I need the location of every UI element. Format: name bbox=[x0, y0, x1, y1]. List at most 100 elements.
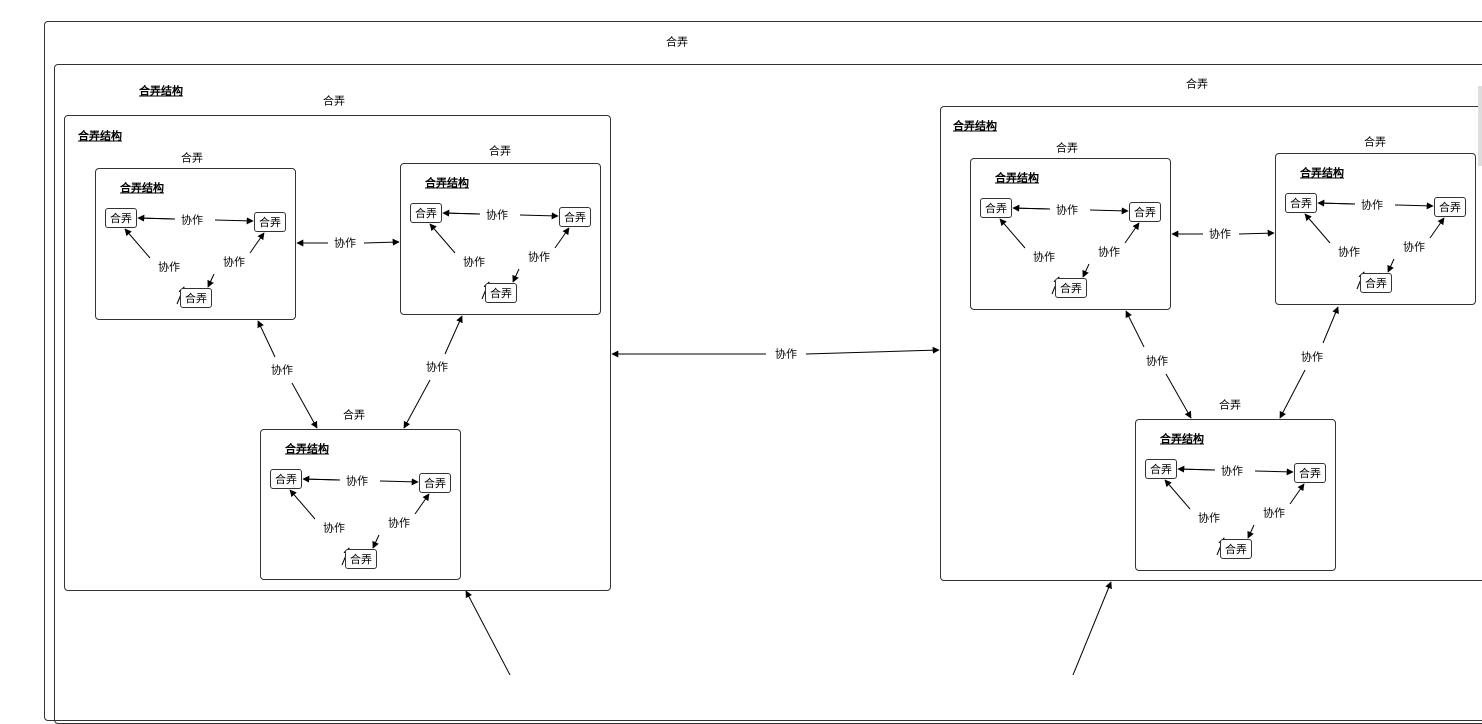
right-group-1-structure-title: 合弄结构 bbox=[1300, 166, 1344, 180]
right-g2-edge-bc-2 bbox=[1247, 524, 1255, 539]
right-group-2-label: 合弄 bbox=[1219, 398, 1241, 412]
left-g2-edge-ab-label: 协作 bbox=[344, 474, 370, 488]
right-group-0-structure-title: 合弄结构 bbox=[995, 171, 1039, 185]
right-group-1-node-c[interactable]: 合弄 bbox=[1360, 273, 1392, 293]
right-g1-edge-ac-label: 协作 bbox=[1336, 245, 1362, 259]
left-g0-edge-ac-label: 协作 bbox=[156, 260, 182, 274]
left-g1-edge-ac-1 bbox=[429, 223, 456, 254]
left-edge-01-label: 协作 bbox=[332, 236, 358, 250]
right-g1-edge-ab-2 bbox=[1394, 202, 1434, 210]
left-g0-edge-bc-2 bbox=[207, 273, 215, 288]
left-edge-12-label: 协作 bbox=[424, 360, 450, 374]
left-holon-frame bbox=[64, 115, 611, 591]
left-group-2-structure-title: 合弄结构 bbox=[285, 442, 329, 456]
left-g2-edge-ac-label: 协作 bbox=[321, 521, 347, 535]
right-group-0-frame bbox=[970, 158, 1171, 310]
left-group-0-node-b[interactable]: 合弄 bbox=[254, 212, 286, 232]
right-g2-edge-ac-1 bbox=[1164, 479, 1191, 510]
left-group-0-node-c[interactable]: 合弄 bbox=[180, 288, 212, 308]
left-group-0-node-a[interactable]: 合弄 bbox=[105, 208, 137, 228]
right-group-2-node-b[interactable]: 合弄 bbox=[1294, 463, 1326, 483]
left-bottom-edge bbox=[465, 590, 511, 675]
right-g1-edge-ac-1 bbox=[1304, 213, 1331, 244]
left-g2-edge-ab-arrow-a bbox=[302, 475, 341, 483]
right-edge-12-a bbox=[1322, 306, 1339, 344]
left-edge-12-b bbox=[403, 379, 431, 429]
left-g0-edge-ac-1 bbox=[124, 228, 151, 259]
right-group-2-node-a[interactable]: 合弄 bbox=[1145, 459, 1177, 479]
left-g1-edge-bc-2 bbox=[512, 268, 520, 283]
right-g0-edge-ab-arrow-a bbox=[1012, 204, 1051, 212]
left-group-0-frame bbox=[95, 168, 296, 320]
right-g2-edge-ac-label: 协作 bbox=[1196, 511, 1222, 525]
left-group-2-node-b[interactable]: 合弄 bbox=[419, 473, 451, 493]
left-g1-edge-bc-1 bbox=[554, 227, 570, 249]
left-edge-02-b bbox=[291, 382, 318, 429]
right-holon-frame bbox=[940, 106, 1482, 581]
connector-layer bbox=[124, 199, 1445, 675]
left-g2-edge-bc-2 bbox=[372, 534, 380, 549]
right-edge-01-b bbox=[1238, 229, 1275, 237]
left-g2-edge-ab-2 bbox=[379, 478, 419, 486]
left-group-2-node-c[interactable]: 合弄 bbox=[345, 549, 377, 569]
left-group-1-node-a[interactable]: 合弄 bbox=[410, 203, 442, 223]
right-g2-edge-bc-1 bbox=[1289, 483, 1305, 505]
right-group-2-node-c[interactable]: 合弄 bbox=[1220, 539, 1252, 559]
right-g0-edge-ab-label: 协作 bbox=[1054, 203, 1080, 217]
left-group-0-structure-title: 合弄结构 bbox=[120, 181, 164, 195]
left-group-1-node-c[interactable]: 合弄 bbox=[485, 283, 517, 303]
right-g0-edge-bc-label: 协作 bbox=[1096, 245, 1122, 259]
left-group-2-node-a[interactable]: 合弄 bbox=[270, 469, 302, 489]
left-group-0-label: 合弄 bbox=[181, 151, 203, 165]
left-g1-edge-ab-2 bbox=[519, 212, 559, 220]
holarchy-diagram: 合弄 合弄结构 合弄 合弄结构 合弄 合弄结构 合弄合弄结构合弄合弄合弄协作协作… bbox=[44, 21, 1482, 724]
right-g0-edge-bc-1 bbox=[1124, 222, 1140, 244]
left-g1-edge-ab-arrow-a bbox=[442, 209, 481, 217]
right-bottom-edge bbox=[1072, 581, 1112, 675]
right-group-2-frame bbox=[1135, 419, 1336, 571]
left-group-2-label: 合弄 bbox=[343, 408, 365, 422]
scrollbar[interactable] bbox=[1478, 86, 1482, 166]
left-edge-02-a bbox=[257, 320, 276, 358]
left-g1-edge-bc-label: 协作 bbox=[526, 250, 552, 264]
left-group-1-node-b[interactable]: 合弄 bbox=[559, 207, 591, 227]
right-g0-edge-bc-2 bbox=[1082, 263, 1090, 278]
left-g0-edge-bc-1 bbox=[249, 232, 265, 254]
right-g1-edge-ab-arrow-a bbox=[1317, 199, 1356, 207]
left-g0-edge-bc-label: 协作 bbox=[221, 255, 247, 269]
left-group-2-frame bbox=[260, 429, 461, 580]
left-g0-edge-ab-arrow-a bbox=[137, 214, 176, 222]
right-edge-02-b bbox=[1165, 373, 1192, 419]
right-edge-02-label: 协作 bbox=[1144, 354, 1170, 368]
left-edge-01-b bbox=[363, 238, 400, 246]
right-g2-edge-ab-arrow-a bbox=[1177, 465, 1216, 473]
right-g0-edge-ac-1 bbox=[999, 218, 1026, 249]
right-g2-edge-ab-2 bbox=[1254, 468, 1294, 476]
left-g2-edge-ac-1 bbox=[289, 489, 316, 520]
left-group-1-frame bbox=[400, 163, 601, 315]
left-edge-02-label: 协作 bbox=[269, 363, 295, 377]
right-group-0-node-b[interactable]: 合弄 bbox=[1129, 202, 1161, 222]
left-g2-edge-bc-1 bbox=[414, 493, 430, 515]
left-g2-edge-bc-label: 协作 bbox=[386, 516, 412, 530]
left-g0-edge-ab-label: 协作 bbox=[179, 213, 205, 227]
left-g1-edge-ab-label: 协作 bbox=[484, 208, 510, 222]
outer-label: 合弄 bbox=[666, 35, 688, 49]
right-edge-12-b bbox=[1279, 369, 1306, 419]
right-group-1-label: 合弄 bbox=[1364, 135, 1386, 149]
left-group-1-label: 合弄 bbox=[489, 144, 511, 158]
right-edge-01-label: 协作 bbox=[1207, 227, 1233, 241]
right-group-2-structure-title: 合弄结构 bbox=[1160, 432, 1204, 446]
right-group-1-node-b[interactable]: 合弄 bbox=[1434, 197, 1466, 217]
left-g1-edge-ac-label: 协作 bbox=[461, 255, 487, 269]
right-group-0-node-a[interactable]: 合弄 bbox=[980, 198, 1012, 218]
middle-edge-label: 协作 bbox=[773, 347, 799, 361]
right-g2-edge-ab-label: 协作 bbox=[1219, 464, 1245, 478]
right-edge-02-a bbox=[1125, 310, 1145, 348]
right-group-0-node-c[interactable]: 合弄 bbox=[1055, 278, 1087, 298]
right-g1-edge-bc-label: 协作 bbox=[1401, 240, 1427, 254]
left-holon-label: 合弄 bbox=[323, 94, 345, 108]
right-g1-edge-bc-1 bbox=[1429, 217, 1445, 239]
right-group-1-node-a[interactable]: 合弄 bbox=[1285, 193, 1317, 213]
middle-edge-b bbox=[805, 346, 940, 355]
